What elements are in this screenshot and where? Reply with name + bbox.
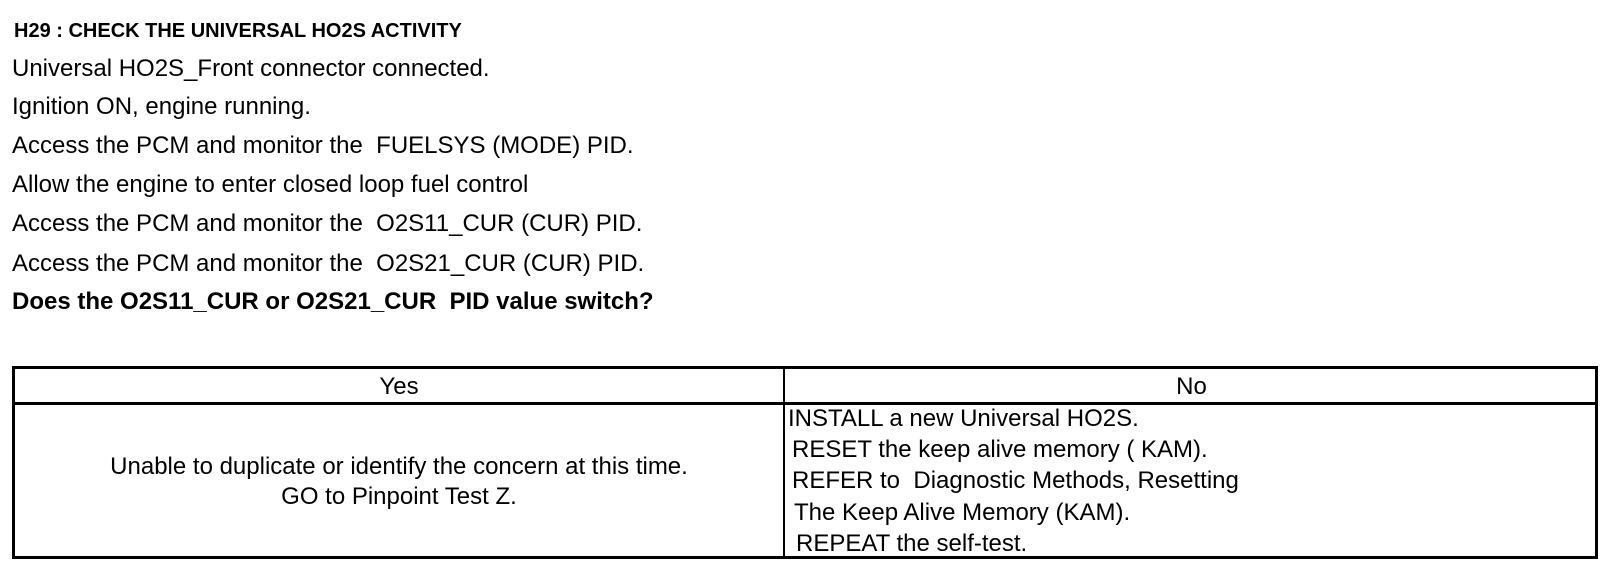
procedure-question: Does the O2S11_CUR or O2S21_CUR PID valu… [12, 288, 654, 315]
step-text: Access the PCM and monitor the O2S11_CUR… [12, 210, 643, 237]
step-text: Access the PCM and monitor the O2S21_CUR… [12, 250, 645, 277]
no-header: No [1176, 373, 1207, 400]
yes-cell: Unable to duplicate or identify the conc… [15, 405, 783, 559]
result-table: Yes No Unable to duplicate or identify t… [12, 366, 1598, 559]
header-divider [15, 402, 1595, 405]
step-text: Access the PCM and monitor the FUELSYS (… [12, 132, 634, 159]
column-divider [783, 369, 785, 556]
step-text: Ignition ON, engine running. [12, 93, 311, 120]
no-line: REPEAT the self-test. [796, 530, 1028, 557]
no-line: REFER to Diagnostic Methods, Resetting [792, 467, 1239, 494]
yes-line: GO to Pinpoint Test Z. [281, 483, 517, 510]
no-line: INSTALL a new Universal HO2S. [788, 405, 1139, 432]
yes-header: Yes [379, 373, 419, 400]
procedure-heading: H29 : CHECK THE UNIVERSAL HO2S ACTIVITY [14, 20, 462, 42]
yes-line: Unable to duplicate or identify the conc… [110, 453, 688, 480]
step-text: Universal HO2S_Front connector connected… [12, 55, 490, 82]
step-text: Allow the engine to enter closed loop fu… [12, 171, 529, 198]
no-line: The Keep Alive Memory (KAM). [794, 499, 1131, 526]
no-line: RESET the keep alive memory ( KAM). [792, 436, 1208, 463]
